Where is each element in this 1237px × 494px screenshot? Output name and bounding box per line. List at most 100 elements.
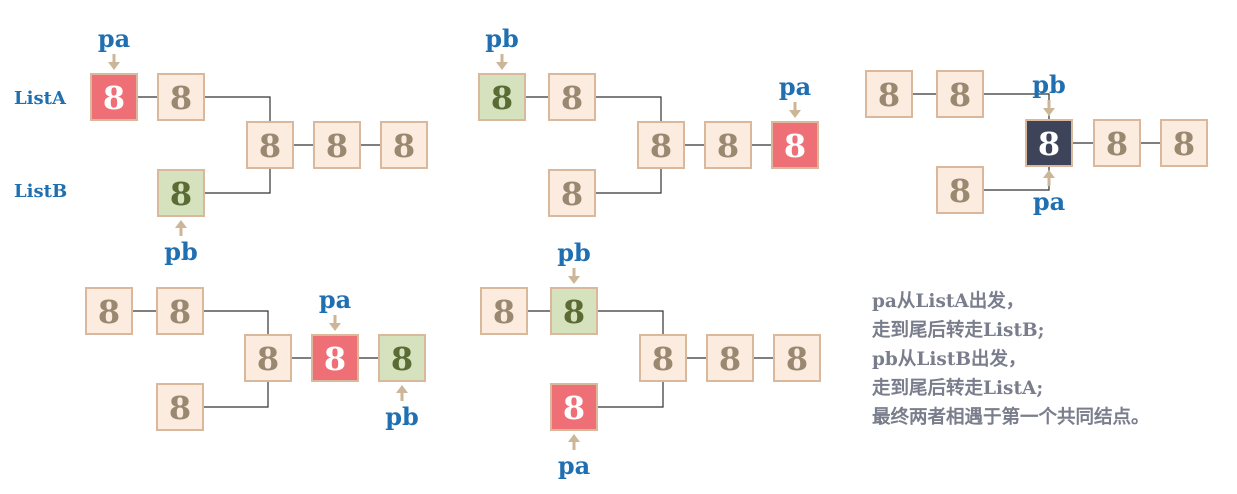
- node-value: 8: [561, 175, 583, 213]
- list-node-c2: 8: [313, 121, 361, 169]
- list-node-a2: 8: [548, 73, 596, 121]
- node-box: [637, 121, 685, 169]
- arrow-head-icon: [396, 385, 408, 393]
- node-box: [548, 169, 596, 217]
- node-box: [480, 287, 528, 335]
- pa-label: pa: [779, 72, 811, 101]
- node-box: [706, 334, 754, 382]
- node-value: 8: [1038, 125, 1060, 163]
- node-value: 8: [784, 127, 806, 165]
- node-box: [156, 287, 204, 335]
- link-line: [203, 381, 269, 408]
- node-value: 8: [393, 127, 415, 165]
- list-node-c3: 8: [771, 121, 819, 169]
- node-box: [244, 334, 292, 382]
- pb-label: pb: [557, 238, 591, 267]
- node-value: 8: [1173, 125, 1195, 163]
- node-value: 8: [561, 79, 583, 117]
- list-node-c1: 8: [637, 121, 685, 169]
- list-a-label: ListA: [14, 88, 67, 109]
- list-node-c1: 8: [1025, 119, 1073, 167]
- list-node-a1: 8: [480, 287, 528, 335]
- list-node-a2: 8: [157, 73, 205, 121]
- list-node-b1: 8: [548, 169, 596, 217]
- node-box: [85, 287, 133, 335]
- pb-label: pb: [385, 402, 419, 431]
- node-box: [246, 121, 294, 169]
- list-node-c1: 8: [244, 334, 292, 382]
- node-value: 8: [169, 293, 191, 331]
- node-value: 8: [326, 127, 348, 165]
- list-node-b1: 8: [157, 169, 205, 217]
- node-value: 8: [391, 340, 413, 378]
- node-value: 8: [786, 340, 808, 378]
- node-value: 8: [259, 127, 281, 165]
- node-value: 8: [257, 340, 279, 378]
- node-value: 8: [949, 76, 971, 114]
- list-node-c1: 8: [639, 334, 687, 382]
- list-node-a2: 8: [936, 70, 984, 118]
- pa-label: pa: [558, 451, 590, 480]
- pb-pointer: pb: [164, 220, 198, 266]
- list-node-c3: 8: [378, 334, 426, 382]
- list-node-c2: 8: [311, 334, 359, 382]
- node-box: [865, 70, 913, 118]
- node-box: [90, 73, 138, 121]
- node-box: [478, 73, 526, 121]
- arrow-head-icon: [1043, 170, 1055, 178]
- pb-pointer: pb: [557, 238, 591, 284]
- list-node-a1: 8: [85, 287, 133, 335]
- node-value: 8: [491, 79, 513, 117]
- node-value: 8: [719, 340, 741, 378]
- pa-pointer: pa: [319, 285, 351, 331]
- node-box: [156, 383, 204, 431]
- pa-label: pa: [98, 24, 130, 53]
- node-value: 8: [170, 79, 192, 117]
- node-value: 8: [169, 389, 191, 427]
- list-node-a2: 8: [550, 287, 598, 335]
- link-line: [597, 381, 664, 408]
- link-line: [204, 168, 271, 194]
- note-line: 走到尾后转走ListA;: [872, 378, 1044, 399]
- node-value: 8: [717, 127, 739, 165]
- link-line: [597, 310, 664, 335]
- node-box: [1093, 119, 1141, 167]
- note-line: 最终两者相遇于第一个共同结点。: [872, 407, 1150, 428]
- node-box: [773, 334, 821, 382]
- node-box: [311, 334, 359, 382]
- node-value: 8: [652, 340, 674, 378]
- pb-label: pb: [164, 237, 198, 266]
- list-node-a1: 8: [865, 70, 913, 118]
- node-value: 8: [949, 172, 971, 210]
- pa-label: pa: [1033, 187, 1065, 216]
- pa-pointer: pa: [779, 72, 811, 118]
- node-value: 8: [103, 79, 125, 117]
- node-box: [704, 121, 752, 169]
- list-node-a1: 8: [478, 73, 526, 121]
- node-box: [550, 383, 598, 431]
- link-line: [203, 310, 269, 335]
- node-box: [378, 334, 426, 382]
- node-box: [380, 121, 428, 169]
- arrow-head-icon: [108, 62, 120, 70]
- node-value: 8: [878, 76, 900, 114]
- pb-pointer: pb: [385, 385, 419, 431]
- pb-label: pb: [1032, 70, 1066, 99]
- list-node-c1: 8: [246, 121, 294, 169]
- list-node-c2: 8: [706, 334, 754, 382]
- arrow-head-icon: [1043, 108, 1055, 116]
- pb-pointer: pb: [485, 24, 519, 70]
- node-box: [1160, 119, 1208, 167]
- node-box: [771, 121, 819, 169]
- list-node-b1: 8: [156, 383, 204, 431]
- node-box: [1025, 119, 1073, 167]
- note-line: pa从ListA出发，: [872, 291, 1025, 312]
- list-node-c3: 8: [380, 121, 428, 169]
- node-value: 8: [563, 293, 585, 331]
- pa-pointer: pa: [1033, 170, 1065, 216]
- arrow-head-icon: [496, 62, 508, 70]
